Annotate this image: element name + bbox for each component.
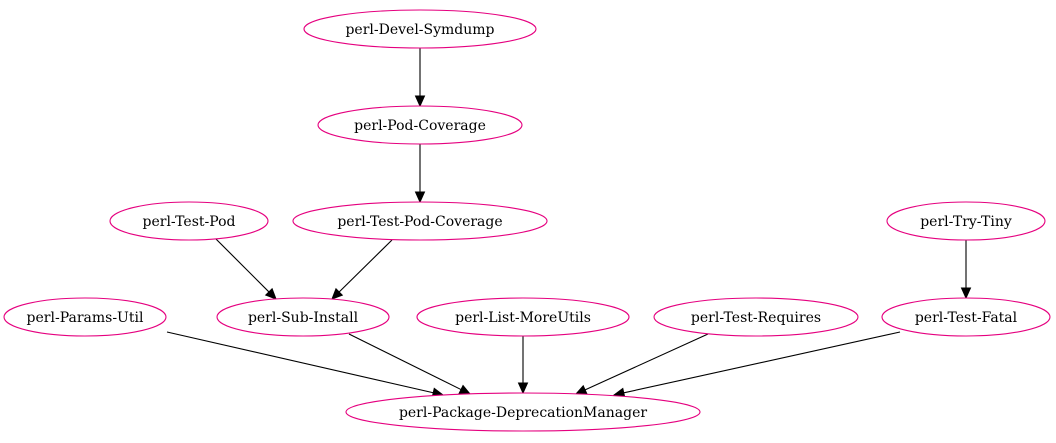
edge-trytiny-to-testfatal xyxy=(960,240,972,300)
node-paramsutil[interactable]: perl-Params-Util xyxy=(3,297,167,337)
edge-line xyxy=(348,333,462,391)
node-symdump[interactable]: perl-Devel-Symdump xyxy=(303,9,537,49)
node-label: perl-Pod-Coverage xyxy=(354,118,486,134)
node-ellipse[interactable] xyxy=(3,297,167,337)
node-label: perl-Devel-Symdump xyxy=(345,22,494,38)
edge-symdump-to-podcov xyxy=(414,48,426,108)
arrowhead-icon xyxy=(574,384,588,395)
edge-testreq-to-pkgdep xyxy=(574,333,709,395)
edge-line xyxy=(215,238,270,293)
node-label: perl-Test-Fatal xyxy=(915,310,1018,326)
arrowhead-icon xyxy=(264,287,277,300)
edge-testpodcov-to-subinstall xyxy=(331,239,393,300)
arrowhead-icon xyxy=(414,95,426,108)
node-ellipse[interactable] xyxy=(653,297,859,337)
node-ellipse[interactable] xyxy=(109,201,269,241)
node-subinstall[interactable]: perl-Sub-Install xyxy=(216,297,390,337)
edge-line xyxy=(338,239,393,293)
node-testpodcov[interactable]: perl-Test-Pod-Coverage xyxy=(292,201,548,241)
node-testreq[interactable]: perl-Test-Requires xyxy=(653,297,859,337)
nodes-layer: perl-Devel-Symdump perl-Pod-Coverage perl-… xyxy=(3,9,1051,432)
edge-subinstall-to-pkgdep xyxy=(348,333,472,395)
edge-testpod-to-subinstall xyxy=(215,238,277,300)
arrowhead-icon xyxy=(331,287,344,300)
edge-listmore-to-pkgdep xyxy=(517,336,529,395)
edge-line xyxy=(584,333,709,391)
edge-line xyxy=(623,331,901,394)
node-label: perl-Params-Util xyxy=(27,310,144,326)
node-ellipse[interactable] xyxy=(216,297,390,337)
node-pkgdep[interactable]: perl-Package-DeprecationManager xyxy=(345,392,701,432)
arrowhead-icon xyxy=(458,384,472,395)
edge-paramsutil-to-pkgdep xyxy=(166,331,445,398)
node-ellipse[interactable] xyxy=(317,105,523,145)
node-podcov[interactable]: perl-Pod-Coverage xyxy=(317,105,523,145)
node-label: perl-Package-DeprecationManager xyxy=(399,405,647,421)
node-testpod[interactable]: perl-Test-Pod xyxy=(109,201,269,241)
node-label: perl-Test-Pod-Coverage xyxy=(337,214,502,230)
node-ellipse[interactable] xyxy=(345,392,701,432)
node-testfatal[interactable]: perl-Test-Fatal xyxy=(881,297,1051,337)
edge-testfatal-to-pkgdep xyxy=(612,331,901,398)
node-label: perl-Test-Requires xyxy=(691,310,821,326)
node-ellipse[interactable] xyxy=(303,9,537,49)
node-listmore[interactable]: perl-List-MoreUtils xyxy=(416,297,630,337)
edge-line xyxy=(166,331,434,394)
edge-podcov-to-testpodcov xyxy=(414,144,426,204)
node-ellipse[interactable] xyxy=(292,201,548,241)
node-trytiny[interactable]: perl-Try-Tiny xyxy=(886,201,1046,241)
arrowhead-icon xyxy=(960,287,972,300)
node-label: perl-Sub-Install xyxy=(248,310,359,326)
node-label: perl-Try-Tiny xyxy=(920,214,1012,230)
arrowhead-icon xyxy=(517,382,529,395)
edges-layer xyxy=(166,48,972,398)
node-ellipse[interactable] xyxy=(416,297,630,337)
arrowhead-icon xyxy=(414,191,426,204)
node-label: perl-List-MoreUtils xyxy=(455,310,591,326)
node-ellipse[interactable] xyxy=(881,297,1051,337)
node-label: perl-Test-Pod xyxy=(143,214,236,230)
node-ellipse[interactable] xyxy=(886,201,1046,241)
